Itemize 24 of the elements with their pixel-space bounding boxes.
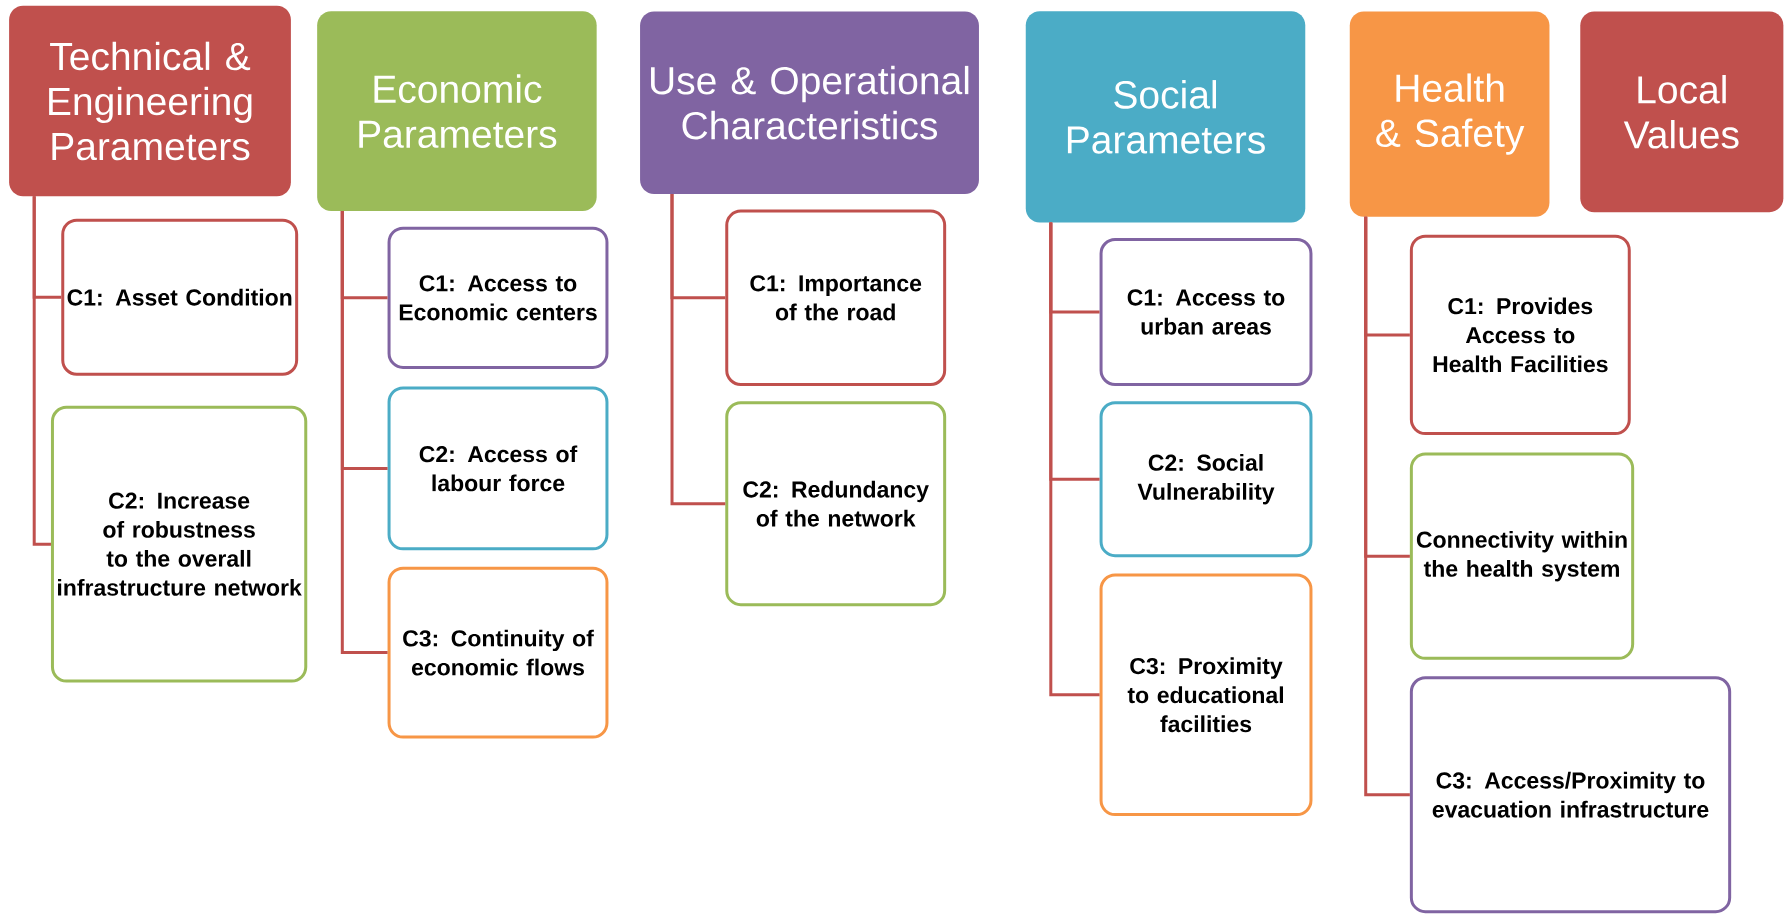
category-box: Local Values xyxy=(1580,11,1784,213)
criterion-box: C3: Proximity to educational facilities xyxy=(1099,573,1313,817)
category-box: Use & Operational Characteristics xyxy=(640,11,979,194)
category-box: Technical & Engineering Parameters xyxy=(9,5,291,197)
connector-line xyxy=(1364,216,1410,797)
criterion-box: C2: Redundancy of the network xyxy=(725,401,947,607)
connector-line xyxy=(32,196,51,546)
criterion-box: C1: Importance of the road xyxy=(725,209,947,386)
criterion-box: C3: Access/Proximity to evacuation infrastructure xyxy=(1409,676,1732,914)
connector-line xyxy=(340,211,388,655)
criterion-box: C1: Asset Condition xyxy=(61,218,299,376)
category-box: Social Parameters xyxy=(1025,11,1306,223)
criterion-box: C2: Access of labour force xyxy=(387,386,609,551)
category-box: Health & Safety xyxy=(1349,11,1550,217)
connector-line xyxy=(1049,222,1100,697)
criterion-box: C1: Access to urban areas xyxy=(1099,238,1313,386)
criterion-box: C3: Continuity of economic flows xyxy=(387,566,609,739)
criterion-box: C1: Provides Access to Health Facilities xyxy=(1409,234,1631,436)
criterion-box: C2: Increase of robustness to the overall infrastructure network xyxy=(50,405,308,683)
criterion-box: Connectivity within the health system xyxy=(1409,452,1635,660)
criterion-box: C1: Access to Economic centers xyxy=(387,226,609,369)
connector-line xyxy=(670,194,726,506)
category-box: Economic Parameters xyxy=(317,11,597,212)
criterion-box: C2: Social Vulnerability xyxy=(1099,401,1313,558)
